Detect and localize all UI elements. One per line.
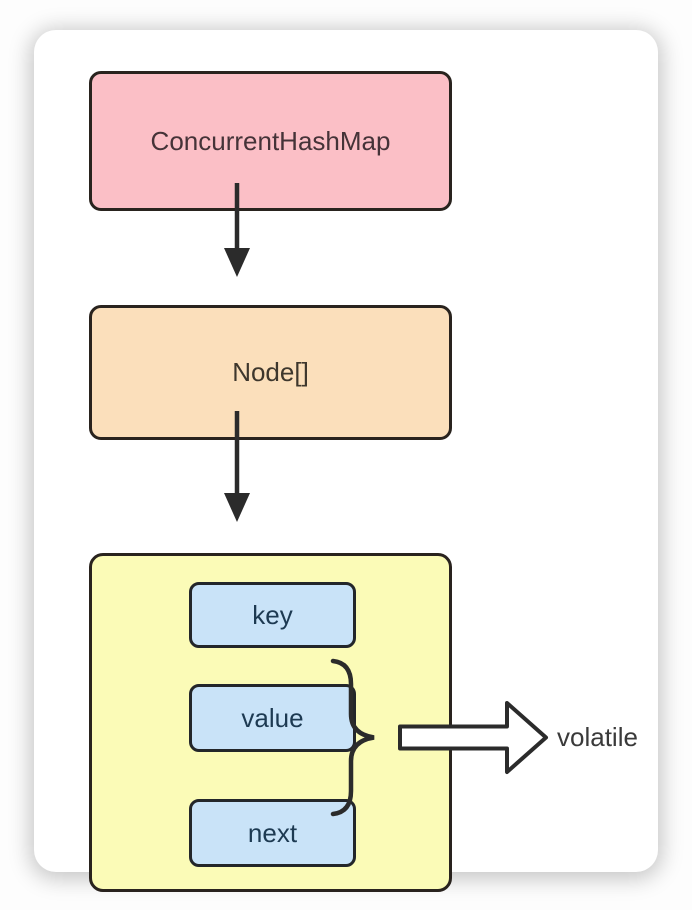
field-next-label: next xyxy=(247,817,298,848)
field-key-label: key xyxy=(252,599,293,630)
field-value-box: value xyxy=(189,684,356,752)
field-next-box: next xyxy=(189,799,356,867)
field-key-box: key xyxy=(189,582,356,648)
diagram-card: ConcurrentHashMap Node[] key value next xyxy=(34,30,658,892)
node-array-label: Node[] xyxy=(232,357,309,387)
field-value-label: value xyxy=(241,702,304,733)
concurrenthashmap-label: ConcurrentHashMap xyxy=(150,125,391,156)
node-array-box: Node[] xyxy=(89,305,452,440)
concurrenthashmap-box: ConcurrentHashMap xyxy=(89,71,452,211)
volatile-annotation: volatile xyxy=(557,722,638,752)
